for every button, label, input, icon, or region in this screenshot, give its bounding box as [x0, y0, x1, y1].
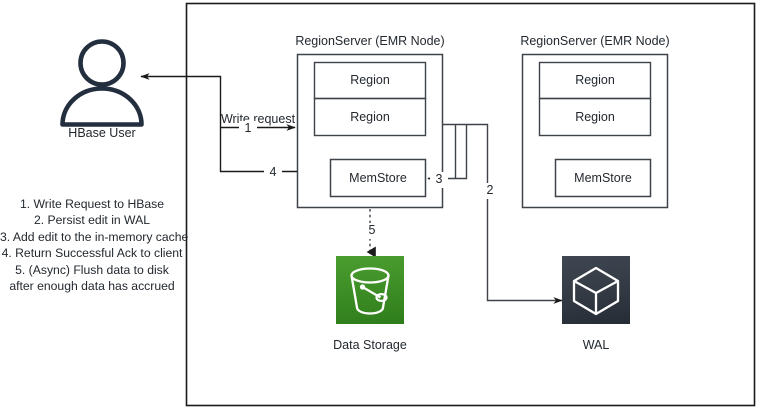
s3-bucket-icon	[336, 256, 404, 324]
edge-label-1: 1	[239, 121, 257, 137]
regionserver-1-region-2-box	[313, 97, 427, 137]
cluster-boundary-box	[185, 2, 756, 407]
cube-icon	[562, 256, 630, 324]
regionserver-1-region-2-label: Region	[350, 110, 390, 124]
edge-label-4: 4	[264, 165, 282, 181]
write-request-label: Write request	[220, 112, 296, 126]
edge-label-5: 5	[363, 223, 381, 239]
regionserver-2-region-1-label: Region	[575, 73, 615, 87]
edge-wal-persist	[443, 123, 563, 304]
step-line-3: 3. Add edit to the in-memory cache	[0, 229, 189, 244]
step-line-5: 5. (Async) Flush data to disk	[15, 262, 169, 277]
step-line-4: 4. Return Successful Ack to client	[1, 246, 183, 261]
regionserver-1-memstore-label: MemStore	[349, 171, 407, 185]
step-line-6: after enough data has accrued	[9, 279, 175, 294]
regionserver-1-memstore-box	[329, 158, 427, 198]
regionserver-2-region-2-box	[538, 97, 652, 137]
regionserver-2-memstore-box	[554, 158, 652, 198]
step-line-2: 2. Persist edit in WAL	[33, 213, 151, 228]
regionserver-2-box	[521, 53, 669, 209]
step-line-1: 1. Write Request to HBase	[19, 197, 165, 211]
regionserver-2-title: RegionServer (EMR Node)	[520, 34, 670, 48]
hbase-user-label: HBase User	[68, 126, 136, 140]
regionserver-1-title: RegionServer (EMR Node)	[295, 34, 445, 48]
regionserver-2-memstore-label: MemStore	[574, 171, 632, 185]
edge-memstore	[427, 124, 468, 182]
regionserver-1-region-1-label: Region	[350, 73, 390, 87]
wal-label: WAL	[582, 338, 610, 352]
user-icon	[60, 39, 144, 127]
regionserver-2-region-2-label: Region	[575, 110, 615, 124]
steps-legend: 1. Write Request to HBase 2. Persist edi…	[0, 196, 189, 294]
edge-label-2: 2	[481, 183, 499, 199]
edge-label-3: 3	[430, 172, 448, 188]
edge-ack	[140, 73, 297, 173]
regionserver-1-box	[296, 53, 444, 209]
data-storage-label: Data Storage	[333, 338, 407, 352]
